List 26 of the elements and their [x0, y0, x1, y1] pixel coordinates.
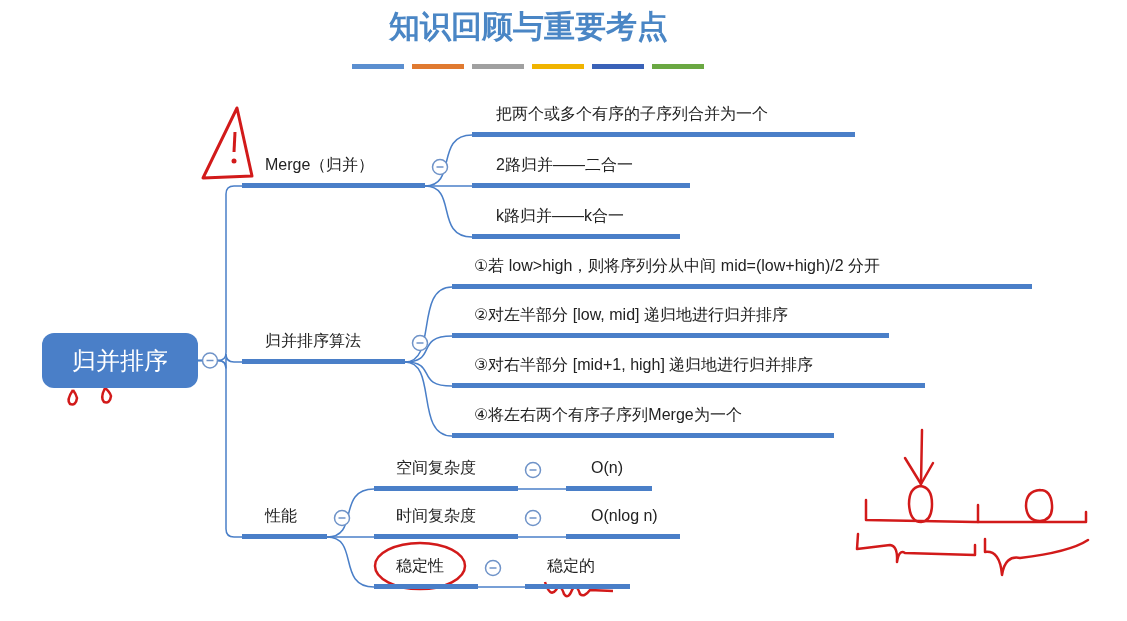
topic-label: Merge（归并）	[242, 155, 425, 188]
title: 知识回顾与重要考点	[388, 8, 668, 46]
connector-line	[326, 536, 375, 588]
topic-label: 归并排序算法	[242, 331, 405, 364]
connector-line	[404, 361, 453, 387]
topic-label: 时间复杂度	[374, 506, 518, 539]
topic-label: 把两个或多个有序的子序列合并为一个	[472, 104, 855, 137]
topic-label: ①若 low>high，则将序列分从中间 mid=(low+high)/2 分开	[452, 256, 1032, 289]
topic-label: k路归并——k合一	[472, 206, 680, 239]
root-topic-box: 归并排序	[42, 333, 198, 388]
connector-line	[477, 586, 526, 588]
topic-label: ③对右半部分 [mid+1, high] 递归地进行归并排序	[452, 355, 925, 388]
topic-label: ④将左右两个有序子序列Merge为一个	[452, 405, 834, 438]
topic-label: 稳定性	[374, 556, 478, 589]
topic-label: 空间复杂度	[374, 458, 518, 491]
connector-line	[424, 185, 473, 238]
connector-line	[517, 488, 567, 490]
connector-line	[404, 361, 453, 437]
topic-label: 性能	[242, 506, 327, 539]
connector-line	[197, 359, 243, 538]
connector-line	[517, 536, 567, 538]
topic-label: O(nlog n)	[566, 506, 680, 539]
topic-label: ②对左半部分 [low, mid] 递归地进行归并排序	[452, 305, 889, 338]
topic-label: O(n)	[566, 458, 652, 491]
topic-label: 2路归并——二合一	[472, 155, 690, 188]
topic-label: 稳定的	[525, 556, 630, 589]
